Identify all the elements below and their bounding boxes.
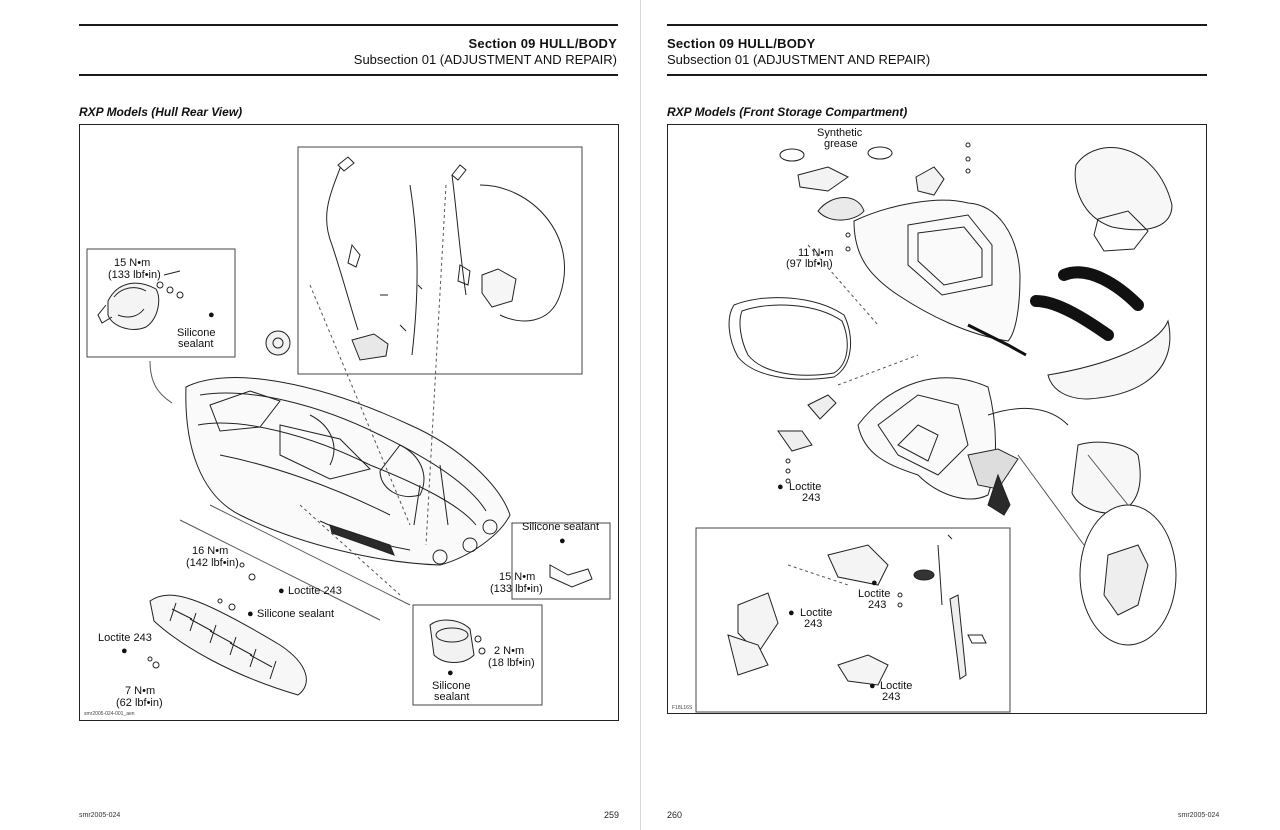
sealant-drop-icon: ● bbox=[777, 481, 784, 493]
page-gutter bbox=[640, 0, 641, 830]
torque-label: 11 N•m bbox=[798, 247, 834, 259]
figure-title: RXP Models (Front Storage Compartment) bbox=[667, 105, 908, 119]
torque-label-imperial: (142 lbf•in) bbox=[186, 557, 239, 569]
torque-label: 2 N•m bbox=[494, 645, 525, 657]
grease-label: grease bbox=[824, 138, 858, 150]
loctite-label: Loctite bbox=[880, 680, 913, 692]
sealant-label: sealant bbox=[434, 691, 470, 703]
loctite-label: Loctite bbox=[800, 607, 833, 619]
footer-code: smr2005-024 bbox=[1178, 812, 1220, 819]
loctite-number-label: 243 bbox=[882, 691, 901, 703]
left-page: Section 09 HULL/BODY Subsection 01 (ADJU… bbox=[79, 24, 620, 820]
header-rule-top bbox=[667, 24, 1207, 26]
loctite-label: Loctite 243 bbox=[288, 585, 342, 597]
loctite-label: Loctite bbox=[858, 588, 891, 600]
subsection-title: Subsection 01 (ADJUSTMENT AND REPAIR) bbox=[667, 52, 931, 67]
figure-title: RXP Models (Hull Rear View) bbox=[79, 105, 243, 119]
sealant-drop-icon: ● bbox=[869, 680, 876, 692]
sealant-drop-icon: ● bbox=[447, 667, 454, 679]
hull-rear-view-figure: 15 N•m (133 lbf•in) ● Silicone sealant 1… bbox=[79, 124, 619, 721]
torque-label: 15 N•m bbox=[499, 571, 536, 583]
sealant-drop-icon: ● bbox=[121, 645, 128, 657]
page-number: 259 bbox=[604, 810, 620, 820]
silicone-label: Silicone bbox=[177, 327, 216, 339]
page-number: 260 bbox=[667, 810, 683, 820]
sealant-drop-icon: ● bbox=[788, 607, 795, 619]
torque-label: 7 N•m bbox=[125, 685, 156, 697]
torque-label: 16 N•m bbox=[192, 545, 229, 557]
front-storage-figure: Synthetic grease 11 N•m (97 lbf•in) ● Lo… bbox=[667, 124, 1207, 714]
torque-label-imperial: (62 lbf•in) bbox=[116, 697, 163, 709]
loctite-label: Loctite 243 bbox=[98, 632, 152, 644]
figure-code: smr2005-024-001_aen bbox=[84, 711, 135, 717]
silicone-label: Silicone bbox=[432, 680, 471, 692]
loctite-number-label: 243 bbox=[868, 599, 887, 611]
sealant-label: sealant bbox=[178, 338, 214, 350]
loctite-number-label: 243 bbox=[802, 492, 821, 504]
synthetic-label: Synthetic bbox=[817, 127, 863, 139]
torque-label-imperial: (18 lbf•in) bbox=[488, 657, 535, 669]
loctite-number-label: 243 bbox=[804, 618, 823, 630]
torque-label-imperial: (133 lbf•in) bbox=[108, 269, 161, 281]
right-page: Section 09 HULL/BODY Subsection 01 (ADJU… bbox=[641, 0, 1280, 830]
storage-line-art bbox=[695, 142, 1177, 713]
sealant-drop-icon: ● bbox=[208, 309, 215, 321]
silicone-sealant-label: Silicone sealant bbox=[257, 608, 335, 620]
section-title: Section 09 HULL/BODY bbox=[667, 36, 816, 51]
sealant-drop-icon: ● bbox=[278, 585, 285, 597]
sealant-drop-icon: ● bbox=[247, 608, 254, 620]
header-rule-top bbox=[79, 24, 618, 26]
torque-label-imperial: (133 lbf•in) bbox=[490, 583, 543, 595]
header-rule-bottom bbox=[667, 74, 1207, 76]
torque-label-imperial: (97 lbf•in) bbox=[786, 258, 833, 270]
torque-label: 15 N•m bbox=[114, 257, 151, 269]
figure-code: F18L16S bbox=[672, 705, 693, 711]
loctite-label: Loctite bbox=[789, 481, 822, 493]
sealant-drop-icon: ● bbox=[559, 535, 566, 547]
sealant-drop-icon: ● bbox=[871, 577, 878, 589]
section-title: Section 09 HULL/BODY bbox=[468, 36, 617, 51]
header-rule-bottom bbox=[79, 74, 618, 76]
subsection-title: Subsection 01 (ADJUSTMENT AND REPAIR) bbox=[353, 52, 617, 67]
footer-code: smr2005-024 bbox=[79, 812, 121, 819]
silicone-sealant-label: Silicone sealant bbox=[522, 521, 600, 533]
hull-line-art bbox=[86, 146, 611, 706]
